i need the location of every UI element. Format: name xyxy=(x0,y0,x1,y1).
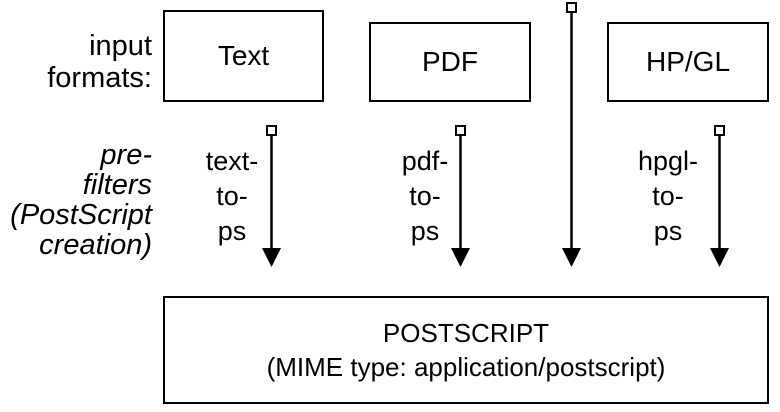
square-connector-icon xyxy=(455,125,466,136)
filter-hpgl-to-ps: hpgl- to- ps xyxy=(628,144,708,249)
input-box-text-label: Text xyxy=(217,40,270,71)
square-connector-icon xyxy=(266,125,277,136)
input-box-hpgl: HP/GL xyxy=(607,22,769,102)
arrow-pdf-to-postscript xyxy=(451,125,470,267)
input-box-hpgl-label: HP/GL xyxy=(645,46,731,77)
arrowhead-icon xyxy=(262,248,281,267)
filter-text-to-ps-line: text- xyxy=(205,146,259,176)
square-connector-icon xyxy=(714,125,725,136)
prefilters-label: pre- filters (PostScript creation) xyxy=(10,140,152,260)
filter-hpgl-to-ps-line: ps xyxy=(653,216,683,246)
arrowhead-icon xyxy=(710,248,729,267)
filter-text-to-ps-line: to- xyxy=(216,181,248,211)
postscript-title: POSTSCRIPT xyxy=(382,318,550,348)
filter-hpgl-to-ps-line: to- xyxy=(652,181,684,211)
arrow-text-to-postscript xyxy=(262,125,281,267)
input-box-pdf-label: PDF xyxy=(422,46,478,77)
input-formats-label-line: formats: xyxy=(47,62,152,94)
postscript-mime-type: (MIME type: application/postscript) xyxy=(266,352,666,382)
filter-pdf-to-ps: pdf- to- ps xyxy=(390,144,460,249)
prefilters-label-line: (PostScript xyxy=(10,199,152,231)
input-formats-label: input formats: xyxy=(47,30,152,94)
filter-pdf-to-ps-line: pdf- xyxy=(401,146,449,176)
arrow-hpgl-to-postscript xyxy=(710,125,729,267)
prefilters-label-line: creation) xyxy=(39,229,152,261)
input-box-pdf: PDF xyxy=(369,22,531,102)
arrowhead-icon xyxy=(451,248,470,267)
prefilters-label-line: pre- xyxy=(100,139,152,171)
input-formats-label-line: input xyxy=(89,30,152,62)
input-box-text: Text xyxy=(163,10,324,102)
filter-pdf-to-ps-line: to- xyxy=(409,181,441,211)
filter-text-to-ps-line: ps xyxy=(217,216,247,246)
filter-hpgl-to-ps-line: hpgl- xyxy=(637,146,699,176)
postscript-output-box: POSTSCRIPT (MIME type: application/posts… xyxy=(163,296,769,404)
arrowhead-icon xyxy=(562,248,581,267)
filter-pdf-to-ps-line: ps xyxy=(410,216,440,246)
arrow-direct-postscript xyxy=(562,2,581,267)
prefilters-label-line: filters xyxy=(82,169,152,201)
square-connector-icon xyxy=(566,2,577,13)
filter-text-to-ps: text- to- ps xyxy=(192,144,272,249)
